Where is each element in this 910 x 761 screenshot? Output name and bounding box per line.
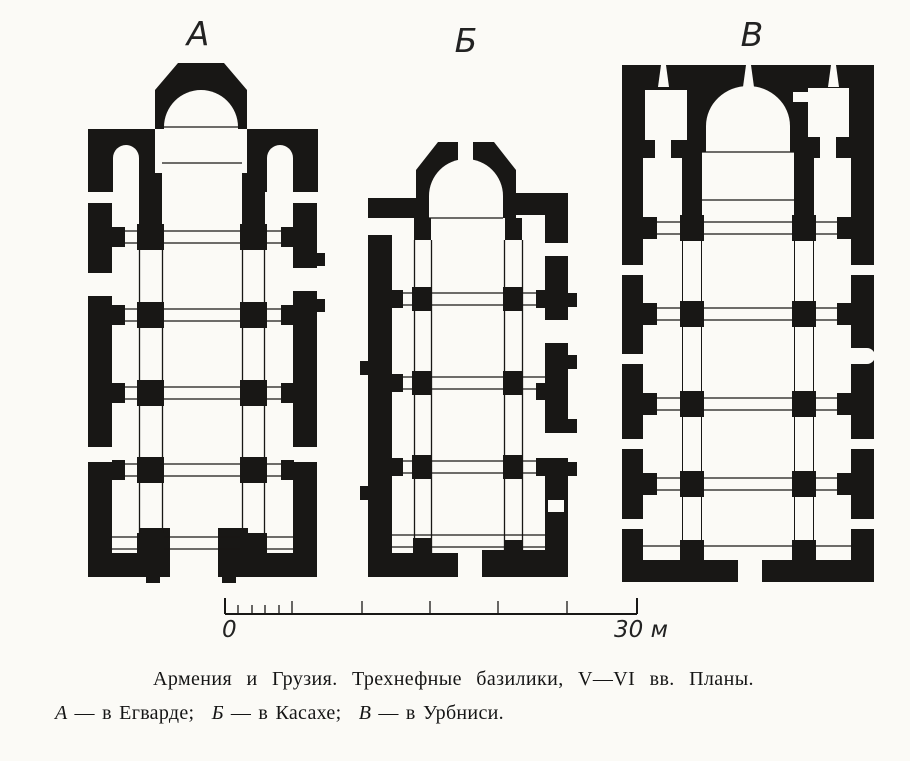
caption-plan-b-letter: Б: [211, 702, 224, 724]
plan-a-label: А: [186, 14, 210, 53]
plan-b-label: Б: [454, 21, 478, 60]
caption-plan-a-location: — в Егварде;: [74, 702, 195, 724]
caption-plan-v-location: — в Урбниси.: [378, 702, 504, 724]
caption-plan-a-letter: А: [55, 702, 68, 724]
caption-plan-b-location: — в Касахе;: [230, 702, 342, 724]
plan-b-drawing: [360, 142, 577, 577]
caption-line-2: А — в Егварде; Б — в Касахе; В — в Урбниси.: [55, 698, 863, 729]
caption-plan-v-letter: В: [358, 702, 372, 724]
caption-line-1: Армения и Грузия. Трехнефные базилики, V…: [153, 668, 754, 690]
figure-caption: Армения и Грузия. Трехнефные базилики, V…: [55, 664, 863, 729]
plan-v-label: В: [740, 15, 764, 54]
scale-bar: [224, 598, 638, 615]
plan-v-drawing: [622, 65, 875, 582]
scale-zero-label: 0: [222, 617, 237, 643]
scale-end-label: 30 м: [614, 617, 668, 643]
plan-a-drawing: [88, 63, 325, 583]
